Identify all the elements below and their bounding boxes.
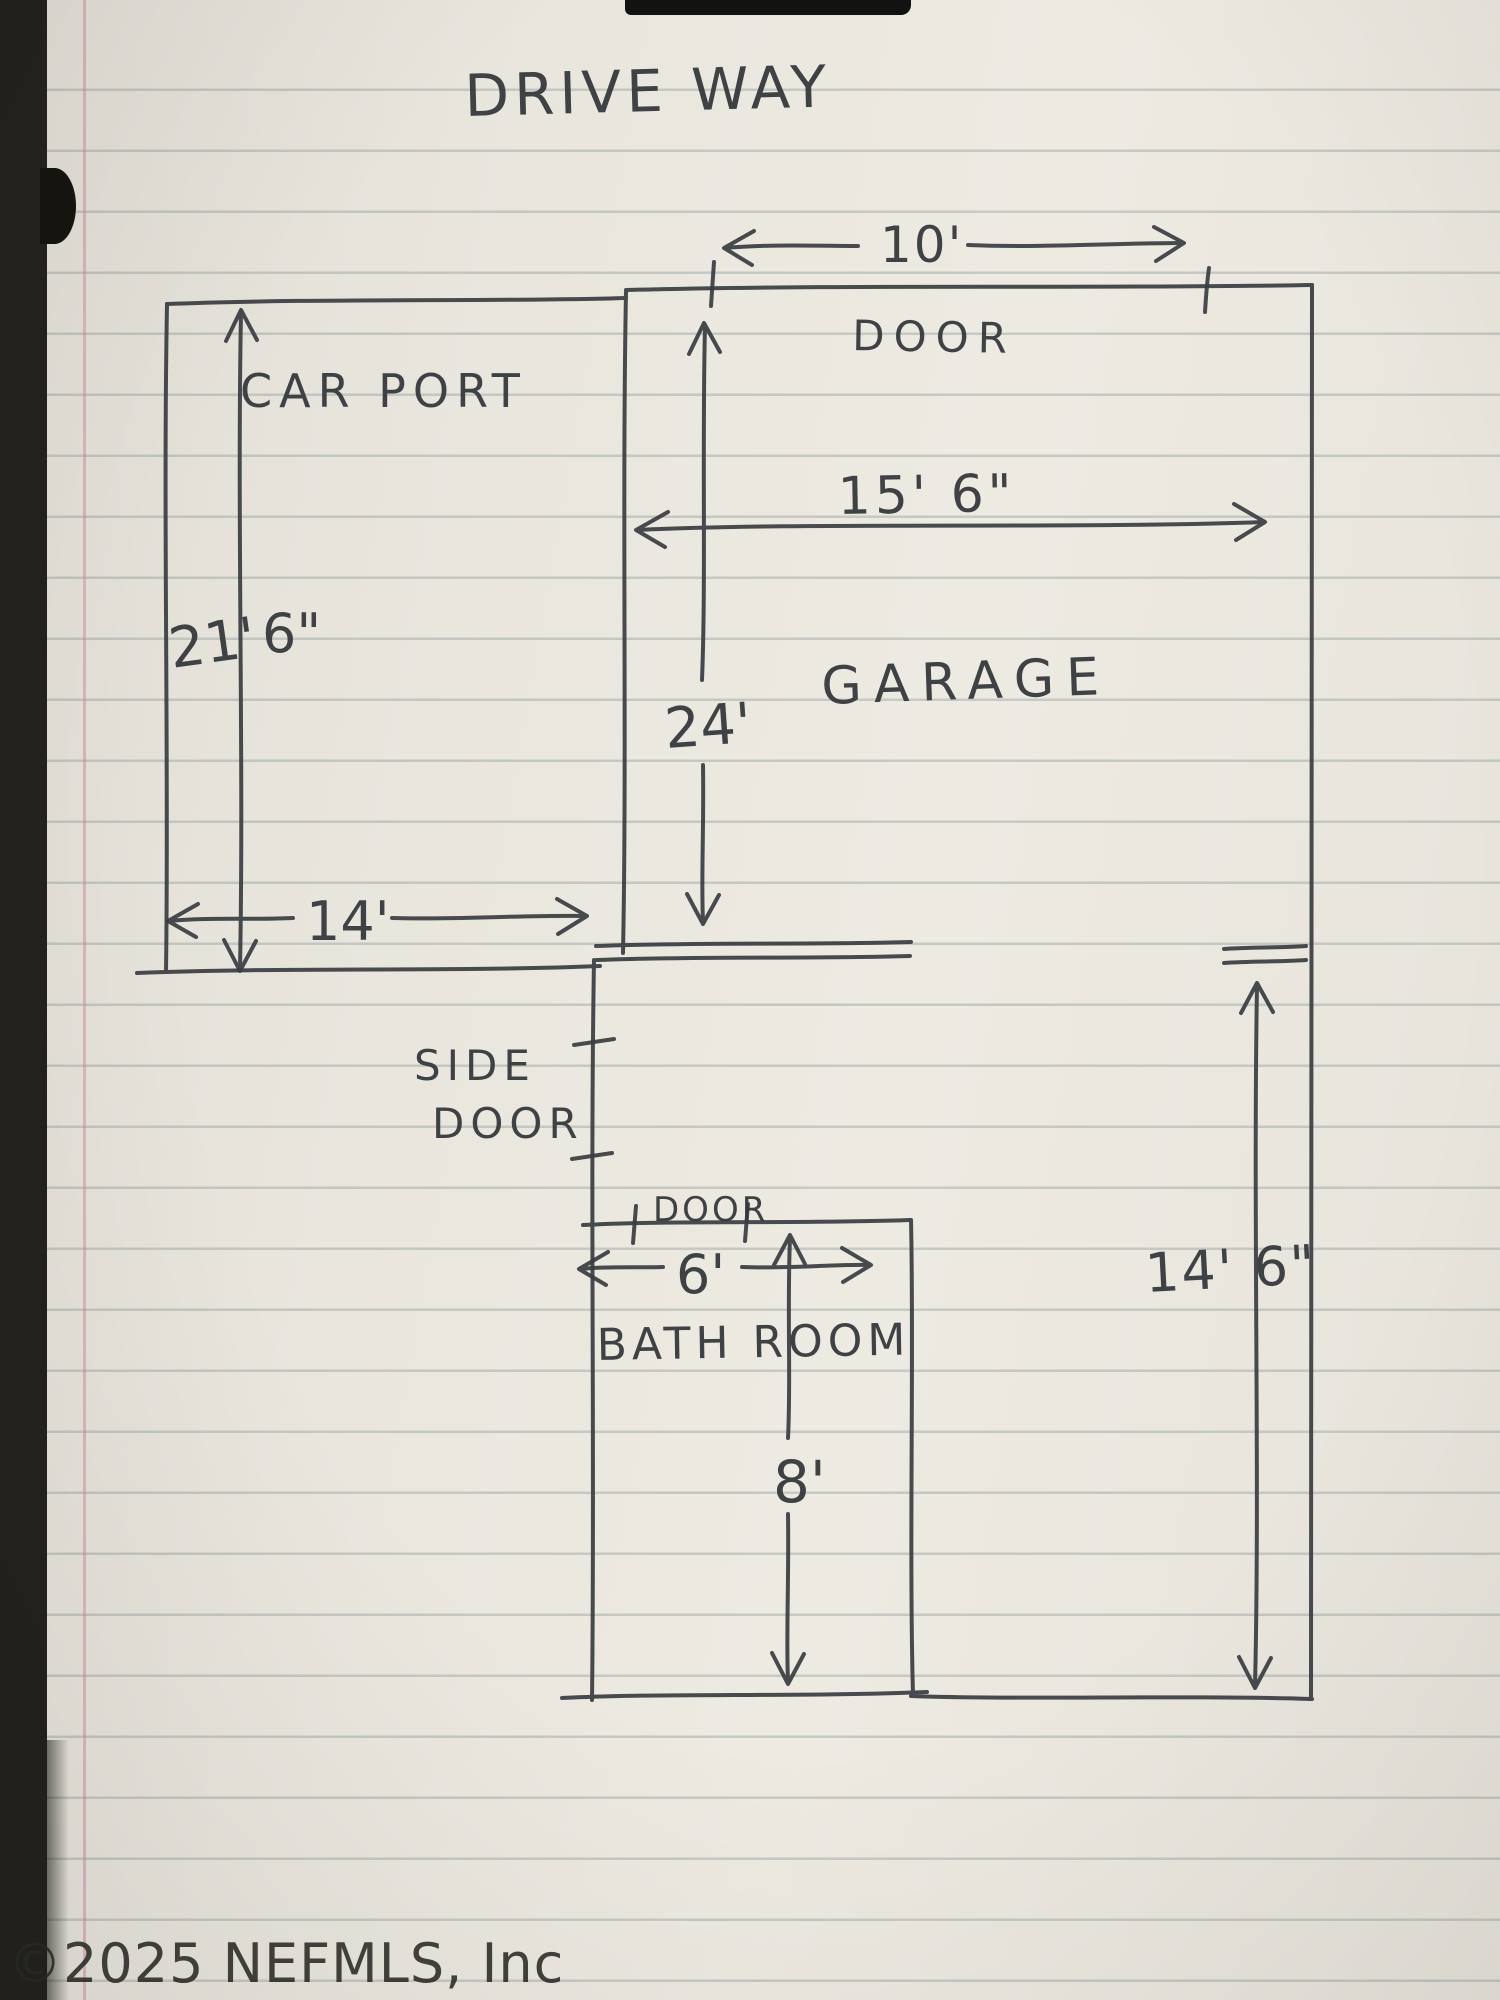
- bathroom-depth-arrowhead-top: [772, 1233, 807, 1267]
- carport-width-arrow-line-left: [167, 916, 295, 923]
- side-door-label-line2: DOOR: [432, 1099, 584, 1148]
- paper-edge-shadow: [47, 1740, 69, 2000]
- garage-width-arrowhead-right: [1232, 502, 1267, 542]
- right-depth-label: 14' 6": [1143, 1233, 1318, 1305]
- bathroom-width-arrow-line-left: [578, 1265, 665, 1271]
- garage-door-tick-left: [709, 260, 716, 308]
- side-door-tick-bottom: [570, 1151, 614, 1161]
- right-depth-arrowhead-bottom: [1237, 1655, 1273, 1690]
- carport-width-label: 14': [306, 890, 390, 953]
- carport-depth-arrowhead-bottom: [222, 938, 258, 973]
- carport-label: CAR PORT: [240, 364, 527, 418]
- utility-left-wall: [590, 958, 596, 1702]
- door-width-arrowhead-left: [722, 229, 756, 267]
- bathroom-depth-arrow-line-top: [786, 1236, 792, 1440]
- garage-bottom-wall-right-inner: [1222, 958, 1308, 965]
- garage-depth-label: 24': [662, 691, 753, 762]
- bathroom-depth-arrowhead-bottom: [770, 1651, 806, 1686]
- garage-door-label: DOOR: [852, 311, 1016, 363]
- photo-artifact-top: [625, 0, 911, 15]
- garage-depth-arrow-line-bottom: [700, 763, 706, 923]
- bathroom-door-label: DOOR: [653, 1190, 768, 1230]
- garage-depth-arrowhead-bottom: [685, 892, 721, 926]
- bathroom-width-arrowhead-right: [840, 1246, 873, 1284]
- bathroom-right-wall: [909, 1218, 915, 1697]
- carport-top-wall: [165, 296, 628, 306]
- labels: DRIVE WAY 10' DOOR CAR PORT 15' 6" GARAG…: [165, 52, 1318, 1516]
- carport-depth-arrow-line: [237, 311, 244, 971]
- garage-bottom-wall-right-outer: [1222, 944, 1308, 951]
- garage-bottom-wall-left-outer: [594, 940, 913, 948]
- garage-label: GARAGE: [820, 647, 1112, 717]
- carport-depth-ft-label: 21': [165, 605, 260, 681]
- garage-bottom-wall-left-inner: [595, 954, 912, 962]
- side-door-label-line1: SIDE: [414, 1041, 536, 1090]
- walls: [135, 283, 1316, 1702]
- dimension-arrows: [166, 225, 1275, 1690]
- bottom-wall-right: [909, 1694, 1314, 1701]
- garage-right-wall: [1308, 283, 1316, 1701]
- garage-depth-arrow-line-top: [700, 324, 707, 682]
- right-depth-arrowhead-top: [1239, 981, 1275, 1015]
- bathroom-width-arrow-line-right: [740, 1262, 872, 1270]
- bathroom-depth-label: 8': [773, 1448, 826, 1516]
- carport-depth-arrowhead-top: [224, 308, 259, 343]
- title-driveway: DRIVE WAY: [464, 52, 832, 130]
- carport-width-arrowhead-left: [166, 902, 200, 939]
- bathroom-door-tick-left: [631, 1204, 638, 1245]
- door-width-arrow-line-left: [723, 243, 860, 250]
- garage-left-wall: [621, 290, 628, 955]
- bathroom-label: BATH ROOM: [596, 1315, 910, 1371]
- garage-door-width-label: 10': [880, 216, 963, 274]
- garage-width-label: 15' 6": [837, 464, 1016, 527]
- right-depth-arrow-line: [1253, 984, 1259, 1688]
- carport-left-wall: [163, 302, 169, 974]
- carport-width-arrow-line-right: [390, 913, 588, 921]
- tick-marks: [570, 260, 1211, 1245]
- side-door-tick-top: [572, 1037, 616, 1047]
- bathroom-depth-arrow-line-bottom: [785, 1512, 791, 1683]
- bathroom-top-wall: [581, 1218, 913, 1227]
- garage-door-tick-right: [1203, 266, 1211, 314]
- carport-depth-in-label: 6": [262, 602, 321, 665]
- garage-width-arrow-line: [635, 520, 1266, 532]
- bathroom-width-label: 6': [676, 1243, 725, 1306]
- carport-width-arrowhead-right: [555, 897, 589, 936]
- door-width-arrowhead-right: [1152, 225, 1186, 263]
- margin-line: [83, 0, 86, 2000]
- bathroom-width-arrowhead-left: [577, 1250, 610, 1287]
- carport-bottom-wall: [135, 964, 602, 975]
- bathroom-door-tick-right: [743, 1202, 750, 1243]
- garage-width-arrowhead-left: [634, 510, 670, 549]
- watermark: ©2025 NEFMLS, Inc: [8, 1932, 565, 1995]
- bathroom-bottom-wall: [560, 1690, 929, 1700]
- garage-top-wall: [624, 283, 1314, 292]
- garage-depth-arrowhead-top: [687, 321, 722, 356]
- hole-punch: [40, 168, 76, 244]
- door-width-arrow-line-right: [966, 241, 1185, 248]
